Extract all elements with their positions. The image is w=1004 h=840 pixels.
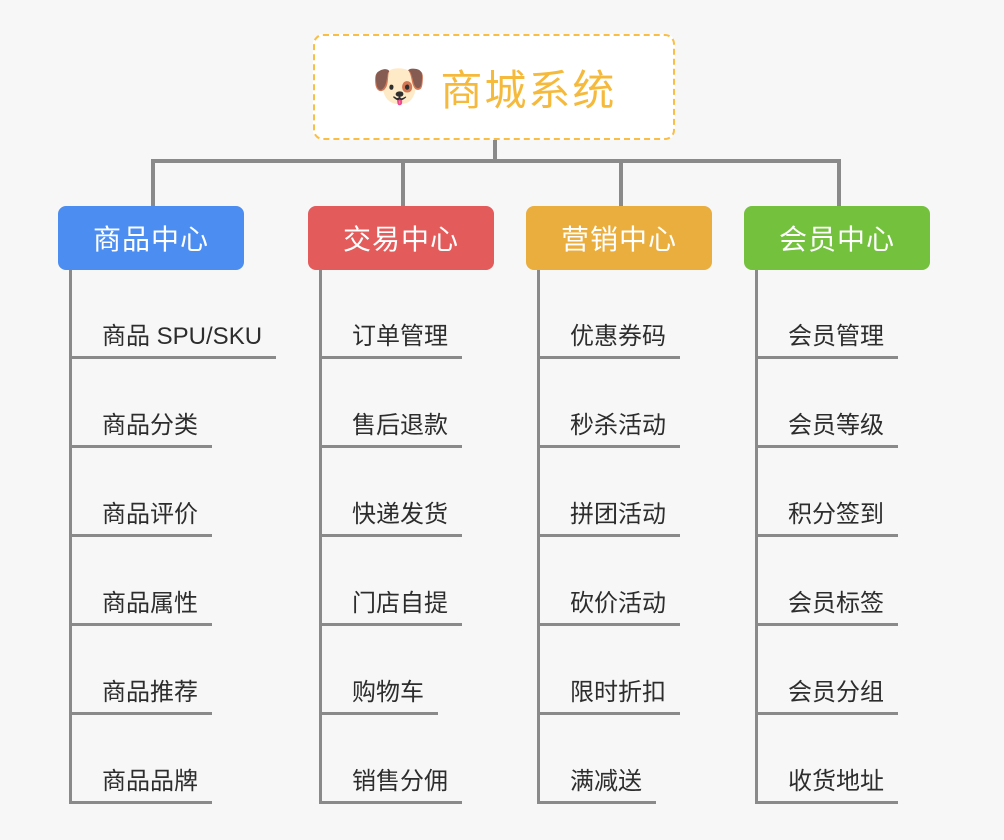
leaf-label: 积分签到 bbox=[758, 501, 898, 537]
list-item[interactable]: 快递发货 bbox=[322, 448, 494, 537]
leaf-label: 会员管理 bbox=[758, 323, 898, 359]
leaf-label: 商品分类 bbox=[72, 412, 212, 448]
leaf-label: 商品属性 bbox=[72, 590, 212, 626]
leaf-label: 满减送 bbox=[540, 768, 656, 804]
list-item[interactable]: 商品品牌 bbox=[72, 715, 244, 804]
leaf-label: 拼团活动 bbox=[540, 501, 680, 537]
list-item[interactable]: 会员标签 bbox=[758, 537, 930, 626]
branch-header-label: 商品中心 bbox=[92, 224, 209, 255]
branch-body-0: 商品 SPU/SKU 商品分类 商品评价 商品属性 商品推荐 商品品牌 bbox=[69, 270, 277, 804]
list-item[interactable]: 商品推荐 bbox=[72, 626, 244, 715]
list-item[interactable]: 积分签到 bbox=[758, 448, 930, 537]
branch-body-2: 优惠券码 秒杀活动 拼团活动 砍价活动 限时折扣 满减送 bbox=[537, 270, 712, 804]
connector-root-stem bbox=[493, 140, 497, 162]
list-item[interactable]: 优惠券码 bbox=[540, 270, 712, 359]
leaf-label: 砍价活动 bbox=[540, 590, 680, 626]
connector-drop-1 bbox=[151, 159, 155, 206]
leaf-label: 快递发货 bbox=[322, 501, 462, 537]
leaf-label: 会员分组 bbox=[758, 679, 898, 715]
leaf-label: 商品评价 bbox=[72, 501, 212, 537]
leaf-label: 收货地址 bbox=[758, 768, 898, 804]
connector-drop-2 bbox=[401, 159, 405, 206]
leaf-label: 门店自提 bbox=[322, 590, 462, 626]
branch-column-3: 会员中心 会员管理 会员等级 积分签到 会员标签 会员分组 收货地址 bbox=[744, 206, 930, 804]
list-item[interactable]: 门店自提 bbox=[322, 537, 494, 626]
list-item[interactable]: 商品分类 bbox=[72, 359, 244, 448]
leaf-label: 商品 SPU/SKU bbox=[72, 323, 277, 359]
branch-header-0[interactable]: 商品中心 bbox=[58, 206, 244, 270]
connector-drop-4 bbox=[837, 159, 841, 206]
branch-column-0: 商品中心 商品 SPU/SKU 商品分类 商品评价 商品属性 商品推荐 商品品牌 bbox=[58, 206, 277, 804]
branch-header-label: 会员中心 bbox=[778, 224, 895, 255]
leaf-label: 限时折扣 bbox=[540, 679, 680, 715]
leaf-label: 订单管理 bbox=[322, 323, 462, 359]
list-item[interactable]: 售后退款 bbox=[322, 359, 494, 448]
list-item[interactable]: 会员等级 bbox=[758, 359, 930, 448]
connector-drop-3 bbox=[619, 159, 623, 206]
branch-header-1[interactable]: 交易中心 bbox=[308, 206, 494, 270]
list-item[interactable]: 销售分佣 bbox=[322, 715, 494, 804]
leaf-label: 秒杀活动 bbox=[540, 412, 680, 448]
list-item[interactable]: 收货地址 bbox=[758, 715, 930, 804]
list-item[interactable]: 限时折扣 bbox=[540, 626, 712, 715]
list-item[interactable]: 秒杀活动 bbox=[540, 359, 712, 448]
list-item[interactable]: 会员管理 bbox=[758, 270, 930, 359]
root-node[interactable]: 🐶 商城系统 bbox=[313, 34, 675, 140]
branch-column-1: 交易中心 订单管理 售后退款 快递发货 门店自提 购物车 销售分佣 bbox=[308, 206, 494, 804]
list-item[interactable]: 商品属性 bbox=[72, 537, 244, 626]
branch-body-1: 订单管理 售后退款 快递发货 门店自提 购物车 销售分佣 bbox=[319, 270, 494, 804]
list-item[interactable]: 会员分组 bbox=[758, 626, 930, 715]
leaf-label: 购物车 bbox=[322, 679, 438, 715]
list-item[interactable]: 商品评价 bbox=[72, 448, 244, 537]
list-item[interactable]: 满减送 bbox=[540, 715, 712, 804]
list-item[interactable]: 订单管理 bbox=[322, 270, 494, 359]
leaf-label: 会员标签 bbox=[758, 590, 898, 626]
list-item[interactable]: 商品 SPU/SKU bbox=[72, 270, 277, 359]
root-title: 商城系统 bbox=[440, 66, 617, 114]
connector-horizontal-bus bbox=[151, 159, 839, 163]
leaf-label: 售后退款 bbox=[322, 412, 462, 448]
leaf-label: 销售分佣 bbox=[322, 768, 462, 804]
list-item[interactable]: 购物车 bbox=[322, 626, 494, 715]
branch-header-2[interactable]: 营销中心 bbox=[526, 206, 712, 270]
shiba-dog-face-icon: 🐶 bbox=[371, 62, 427, 111]
branch-header-label: 营销中心 bbox=[560, 224, 677, 255]
leaf-label: 会员等级 bbox=[758, 412, 898, 448]
leaf-label: 商品品牌 bbox=[72, 768, 212, 804]
leaf-label: 优惠券码 bbox=[540, 323, 680, 359]
list-item[interactable]: 砍价活动 bbox=[540, 537, 712, 626]
list-item[interactable]: 拼团活动 bbox=[540, 448, 712, 537]
branch-header-3[interactable]: 会员中心 bbox=[744, 206, 930, 270]
branch-body-3: 会员管理 会员等级 积分签到 会员标签 会员分组 收货地址 bbox=[755, 270, 930, 804]
leaf-label: 商品推荐 bbox=[72, 679, 212, 715]
branch-header-label: 交易中心 bbox=[342, 224, 459, 255]
branch-column-2: 营销中心 优惠券码 秒杀活动 拼团活动 砍价活动 限时折扣 满减送 bbox=[526, 206, 712, 804]
